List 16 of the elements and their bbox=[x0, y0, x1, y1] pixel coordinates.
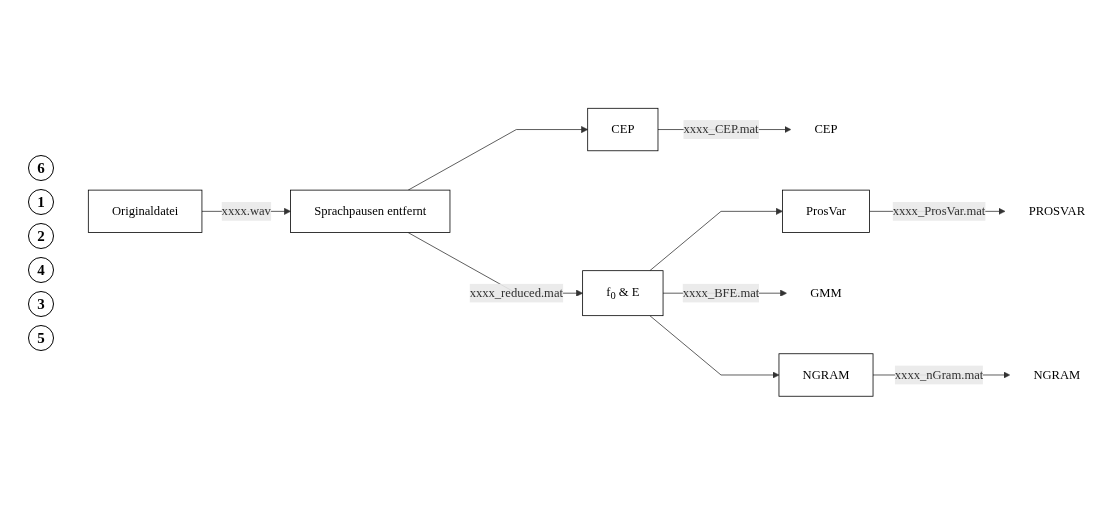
node-box: ProsVar bbox=[782, 189, 870, 234]
edge-label: xxxx_BFE.mat bbox=[682, 286, 760, 300]
node-box: CEP bbox=[587, 108, 659, 152]
node-text: CEP bbox=[814, 122, 838, 137]
node-text: NGRAM bbox=[1033, 368, 1081, 382]
node-box: Originaldatei bbox=[87, 189, 203, 234]
edge-label: xxxx.wav bbox=[221, 204, 271, 218]
edge-label: xxxx_nGram.mat bbox=[894, 368, 984, 382]
node-box: NGRAM bbox=[778, 353, 874, 397]
edge-label: xxxx_ProsVar.mat bbox=[892, 204, 986, 218]
edge-label: xxxx_reduced.mat bbox=[469, 286, 563, 300]
node-text: GMM bbox=[810, 286, 842, 300]
edge-label: xxxx_CEP.mat bbox=[683, 122, 759, 137]
node-text: PROSVAR bbox=[1028, 204, 1086, 218]
node-box: f$_{0}$ & E bbox=[582, 270, 664, 317]
node-box: Sprachpausen entfernt bbox=[290, 189, 451, 234]
